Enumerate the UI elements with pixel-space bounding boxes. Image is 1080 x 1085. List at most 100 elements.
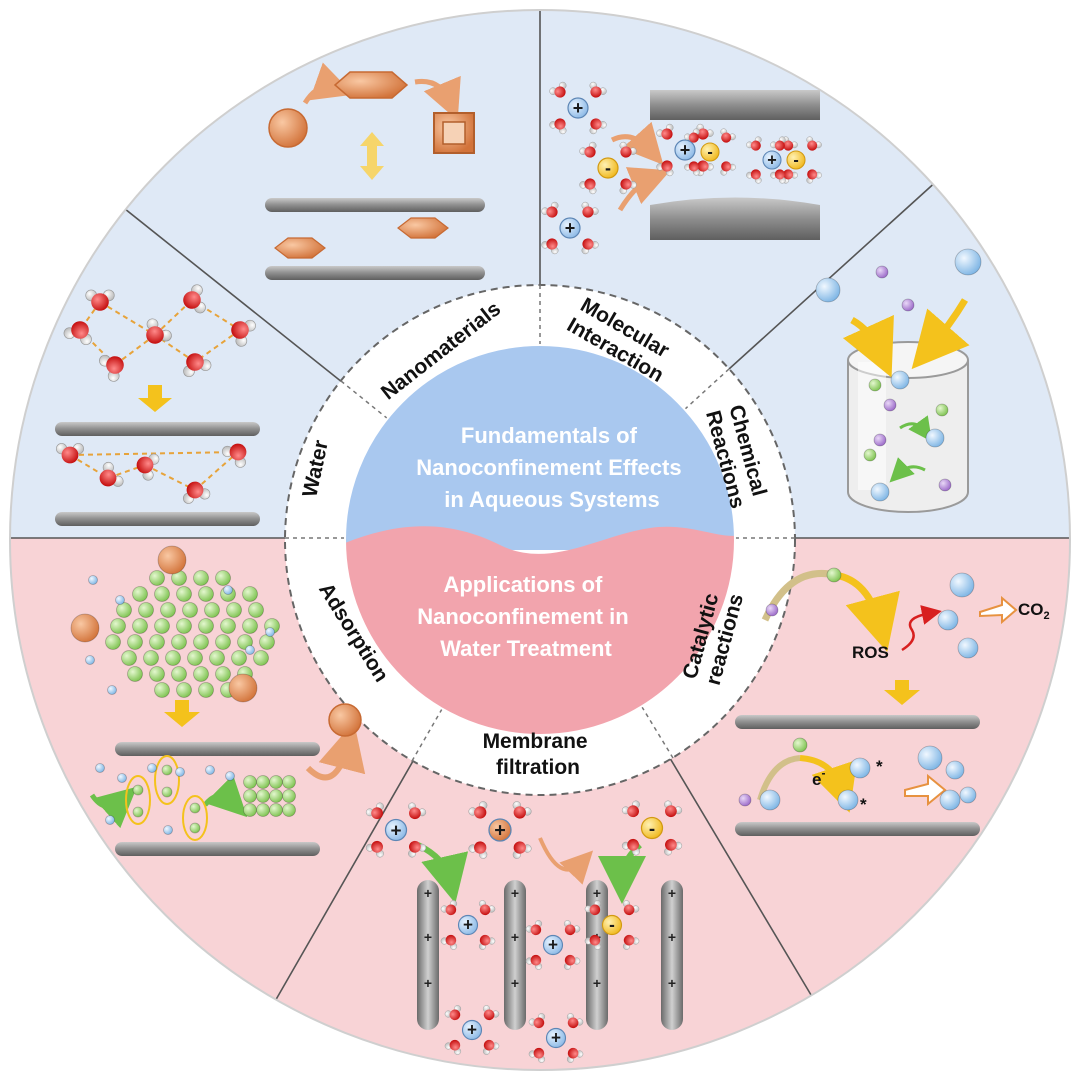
solute-sphere <box>163 825 173 835</box>
wall-positive-charge: + <box>668 885 676 901</box>
water-molecule <box>563 920 581 936</box>
water-molecule <box>468 841 488 859</box>
wall-positive-charge: + <box>424 885 432 901</box>
center-bottom-text: Applications of Nanoconfinement in Water… <box>417 572 635 661</box>
nanoparticle-sphere <box>268 108 308 148</box>
wall-positive-charge: + <box>424 929 432 945</box>
hydrated-cation: + <box>549 81 607 135</box>
water-molecule <box>656 160 674 177</box>
hydrated-cation: + <box>746 136 798 184</box>
water-molecule <box>566 1013 584 1029</box>
ros-label: ROS <box>852 643 889 662</box>
water-illustration <box>55 284 260 526</box>
adsorbent-sphere <box>127 634 143 650</box>
water-molecule <box>444 1039 462 1055</box>
water-molecule <box>584 900 602 916</box>
water-molecule <box>622 900 640 916</box>
water-molecule <box>664 838 683 856</box>
water-molecule <box>770 169 786 184</box>
hydrated-cation: + <box>444 1005 500 1055</box>
water-molecule <box>619 178 637 195</box>
water-molecule <box>528 1013 546 1029</box>
down-arrow-catalytic <box>884 680 920 705</box>
adsorption-plate-bottom <box>115 842 320 856</box>
wall-positive-charge: + <box>668 929 676 945</box>
adsorbent-sphere <box>154 618 170 634</box>
water-molecule <box>221 443 247 468</box>
nanomaterials-illustration <box>265 62 485 280</box>
adsorbent-sphere <box>132 618 148 634</box>
chemical-reactions-illustration <box>815 248 982 513</box>
channel-wall-top <box>650 90 820 120</box>
adsorbent-sphere <box>182 602 198 618</box>
adsorbent-sphere <box>165 650 181 666</box>
membrane-filtration-illustration: ++++++++++++ ++-++-++ <box>365 800 683 1063</box>
water-molecule <box>440 900 458 916</box>
catalytic-plate-bottom <box>735 822 980 836</box>
water-molecule <box>231 319 256 347</box>
water-molecule <box>63 321 92 346</box>
water-molecule <box>549 118 567 135</box>
adsorbent-sphere <box>143 650 159 666</box>
water-molecule <box>589 118 607 135</box>
electron-label: e- <box>812 766 825 789</box>
plus-sign: + <box>565 218 576 238</box>
adsorbent-sphere <box>215 570 231 586</box>
molecular-interaction-illustration: +-++-+- <box>541 81 822 255</box>
wall-positive-charge: + <box>424 975 432 991</box>
adsorbent-sphere <box>253 650 269 666</box>
water-molecule <box>99 461 124 487</box>
water-molecule <box>482 1005 500 1021</box>
water-molecule <box>782 169 798 184</box>
co2-label: CO2 <box>1018 600 1050 622</box>
water-molecule <box>478 934 496 950</box>
water-molecule <box>183 284 206 314</box>
solute-sphere <box>223 585 233 595</box>
solute-sphere <box>265 627 275 637</box>
water-molecule <box>444 1005 462 1021</box>
water-molecule <box>579 178 597 195</box>
adsorbed-sphere <box>282 775 296 789</box>
adsorbent-sphere <box>231 650 247 666</box>
water-molecule <box>770 136 786 151</box>
water-molecule <box>99 354 124 382</box>
bidirectional-arrow <box>360 132 384 180</box>
adsorbent-sphere <box>154 682 170 698</box>
adsorbent-sphere <box>105 634 121 650</box>
water-molecule <box>541 238 559 255</box>
water-molecule <box>619 141 637 158</box>
water-molecule <box>525 920 543 936</box>
ring-label-membrane-filtration: Membrane filtration <box>483 730 594 779</box>
adsorbent-sphere <box>198 618 214 634</box>
reactant-sphere <box>901 298 915 312</box>
adsorbed-sphere <box>269 775 283 789</box>
water-molecule <box>696 160 714 177</box>
solute-sphere <box>95 763 105 773</box>
catalytic-reactions-illustration: ROS CO2 e- * * <box>735 567 1050 836</box>
wall-positive-charge: + <box>593 975 601 991</box>
adsorption-plate-top <box>115 742 320 756</box>
hydrated-cation: + <box>525 920 581 970</box>
hydrated-anion: - <box>584 900 640 950</box>
adsorbed-sphere <box>256 789 270 803</box>
water-molecule <box>182 481 211 504</box>
reactant-sphere <box>875 265 889 279</box>
hydrated-cation: + <box>541 201 599 255</box>
to-co2-arrow <box>979 595 1018 625</box>
solute-sphere <box>205 765 215 775</box>
water-molecule <box>581 201 599 218</box>
water-molecule <box>684 128 700 143</box>
adsorbent-sphere <box>149 570 165 586</box>
electron-superscript: - <box>821 766 825 780</box>
hydrated-cation: + <box>365 802 427 858</box>
adsorbent-sphere <box>198 586 214 602</box>
adsorbent-sphere <box>193 634 209 650</box>
electron-text: e <box>812 770 821 789</box>
center-bottom-line-3: Water Treatment <box>440 636 612 661</box>
down-arrow-water <box>138 385 172 412</box>
adsorbent-sphere <box>215 666 231 682</box>
water-molecule <box>365 840 384 858</box>
plus-sign: + <box>551 1029 561 1048</box>
solute-sphere <box>225 771 235 781</box>
water-molecule <box>478 900 496 916</box>
